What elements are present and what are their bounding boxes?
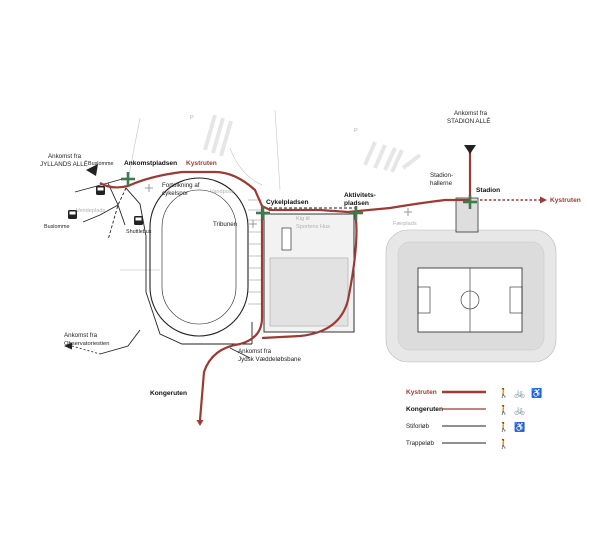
grey-markers: [145, 184, 412, 228]
kongeruten-arrowhead: [196, 420, 204, 426]
kystruten-top-label: Kystruten: [186, 160, 217, 167]
shuttlebus-label: Shuttlebus: [126, 229, 152, 235]
observatoriestien-label-2: Observatoriestien: [64, 341, 109, 347]
wheelchair-icon: ♿: [531, 387, 542, 398]
jydsk-label-1: Ankomst fra: [238, 348, 272, 355]
tribune-stairs: [248, 199, 262, 305]
kig-til-label-2: Sportens Hus: [296, 224, 330, 230]
kig-til-label-1: Kig til: [296, 216, 310, 222]
bike-icon: 🚲: [514, 388, 525, 398]
wheelchair-icon: ♿: [514, 421, 525, 432]
stadionhallerne-label-2: hallerne: [430, 180, 453, 187]
walk-icon: 🚶: [498, 404, 509, 415]
stadionhallerne-label-1: Stadion-: [430, 172, 453, 179]
buslomme-label: Buslomme: [88, 161, 113, 167]
observatoriestien-label-1: Ankomst fra: [64, 332, 98, 339]
stadion-alle-label-2: STADION ALLÉ: [447, 118, 491, 125]
kongeruten-label: Kongeruten: [150, 390, 187, 397]
buslomme-label: Buslomme: [44, 224, 69, 230]
entry-cross-aktivitetspladsen: [349, 206, 363, 220]
jyllands-alle-label-1: Ankomst fra: [48, 153, 82, 160]
aktivitetspladsen-label-1: Aktivitets-: [344, 192, 376, 199]
sportens-hus-building: [263, 213, 355, 333]
walk-icon: 🚶: [498, 438, 509, 449]
stadion-alle-arrowhead: [464, 145, 476, 154]
entry-cross-ankomstpladsen: [121, 172, 135, 186]
jyllands-alle-label-2: JYLLANDS ALLÉ: [40, 161, 88, 168]
legend: Kystruten Kongeruten Stiforløb Trappeløb…: [406, 387, 542, 449]
legend-label-trappelob: Trappeløb: [406, 440, 435, 447]
jyllands-alle-arrowhead: [86, 164, 98, 176]
tribunen-label: Tribunen: [213, 221, 238, 228]
aktivitetspladsen-label-2: pladsen: [344, 200, 369, 207]
footpaths: [74, 177, 253, 359]
athletics-track: [149, 177, 249, 337]
kystruten-arrowhead: [540, 196, 547, 204]
walk-icon: 🚶: [498, 387, 509, 398]
legend-label-stiforlob: Stiforløb: [406, 423, 430, 430]
parking-icon: P: [190, 115, 194, 121]
ankomstpladsen-label: Ankomstpladsen: [124, 160, 177, 167]
bus-icon: [68, 210, 77, 219]
kystruten-right-label: Kystruten: [550, 197, 581, 204]
faerplads-label: Færplads: [393, 221, 417, 227]
observatoriestien-arrowhead: [64, 342, 72, 350]
bus-icon: [96, 186, 105, 195]
kystruten-route: [99, 145, 472, 214]
dashed-paths: [107, 187, 355, 241]
jydsk-label-2: Jydsk Væddeløbsbane: [238, 356, 302, 363]
vandpost-label: Vandpost: [210, 189, 234, 195]
bike-icon: 🚲: [514, 405, 525, 415]
stadium-building: [385, 197, 557, 363]
fortolkning-label-1: Fortolkning af: [162, 182, 200, 189]
kongeruten-route: [198, 206, 264, 421]
parking-icon: P: [354, 128, 358, 134]
legend-label-kystruten: Kystruten: [406, 389, 437, 396]
stadion-label: Stadion: [476, 187, 500, 194]
background-hatching: [203, 114, 422, 173]
stadion-alle-label-1: Ankomst fra: [454, 110, 488, 117]
entry-cross-stadion: [463, 195, 477, 209]
kongeruten-link: [261, 211, 358, 340]
entry-cross-cykelpladsen: [256, 206, 270, 220]
vendeplads-label: Vendeplads: [76, 208, 105, 214]
legend-label-kongeruten: Kongeruten: [406, 406, 443, 413]
observatoriestien-arrow-line: [71, 345, 101, 355]
fortolkning-label-2: cykelspor: [162, 190, 188, 197]
walk-icon: 🚶: [498, 421, 509, 432]
cykelpladsen-label: Cykelpladsen: [266, 199, 309, 206]
bus-icon: [134, 216, 143, 225]
